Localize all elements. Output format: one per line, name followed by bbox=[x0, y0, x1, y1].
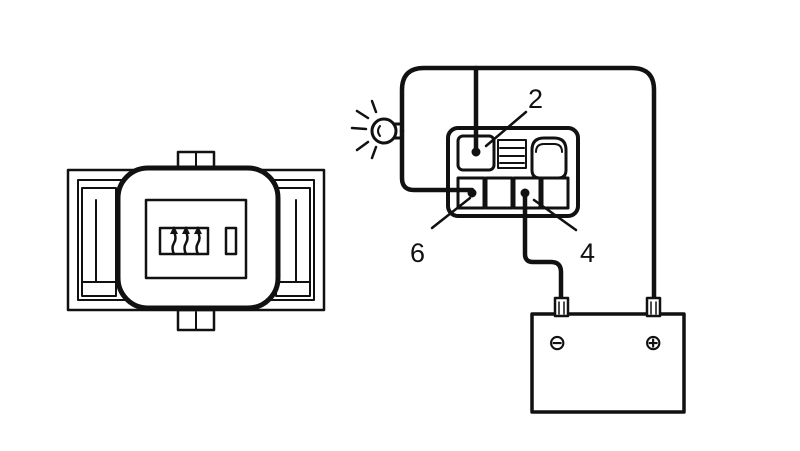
battery-negative-post bbox=[553, 296, 570, 318]
terminal-4-label: 4 bbox=[580, 238, 595, 268]
battery-case bbox=[530, 312, 686, 414]
switch-front-view bbox=[66, 150, 326, 332]
wires bbox=[399, 65, 657, 301]
switch-button-panel bbox=[144, 198, 248, 280]
rear-defroster-arrows-icon bbox=[158, 226, 210, 256]
switch-connector bbox=[446, 126, 580, 218]
battery bbox=[530, 296, 686, 414]
wiring-test-circuit bbox=[350, 65, 686, 414]
terminal-6-label: 6 bbox=[410, 238, 425, 268]
battery-positive-symbol: ⊕ bbox=[644, 331, 662, 356]
bulb-icon bbox=[350, 99, 404, 160]
battery-positive-post bbox=[645, 296, 662, 318]
left-clip bbox=[81, 187, 117, 297]
battery-negative-symbol: ⊖ bbox=[548, 331, 566, 356]
indicator-window bbox=[224, 226, 238, 256]
terminal-2-label: 2 bbox=[528, 84, 543, 114]
connector-housing bbox=[446, 126, 580, 218]
leader-lines bbox=[430, 110, 578, 232]
right-clip bbox=[275, 187, 311, 297]
switch-bezel bbox=[115, 165, 281, 311]
